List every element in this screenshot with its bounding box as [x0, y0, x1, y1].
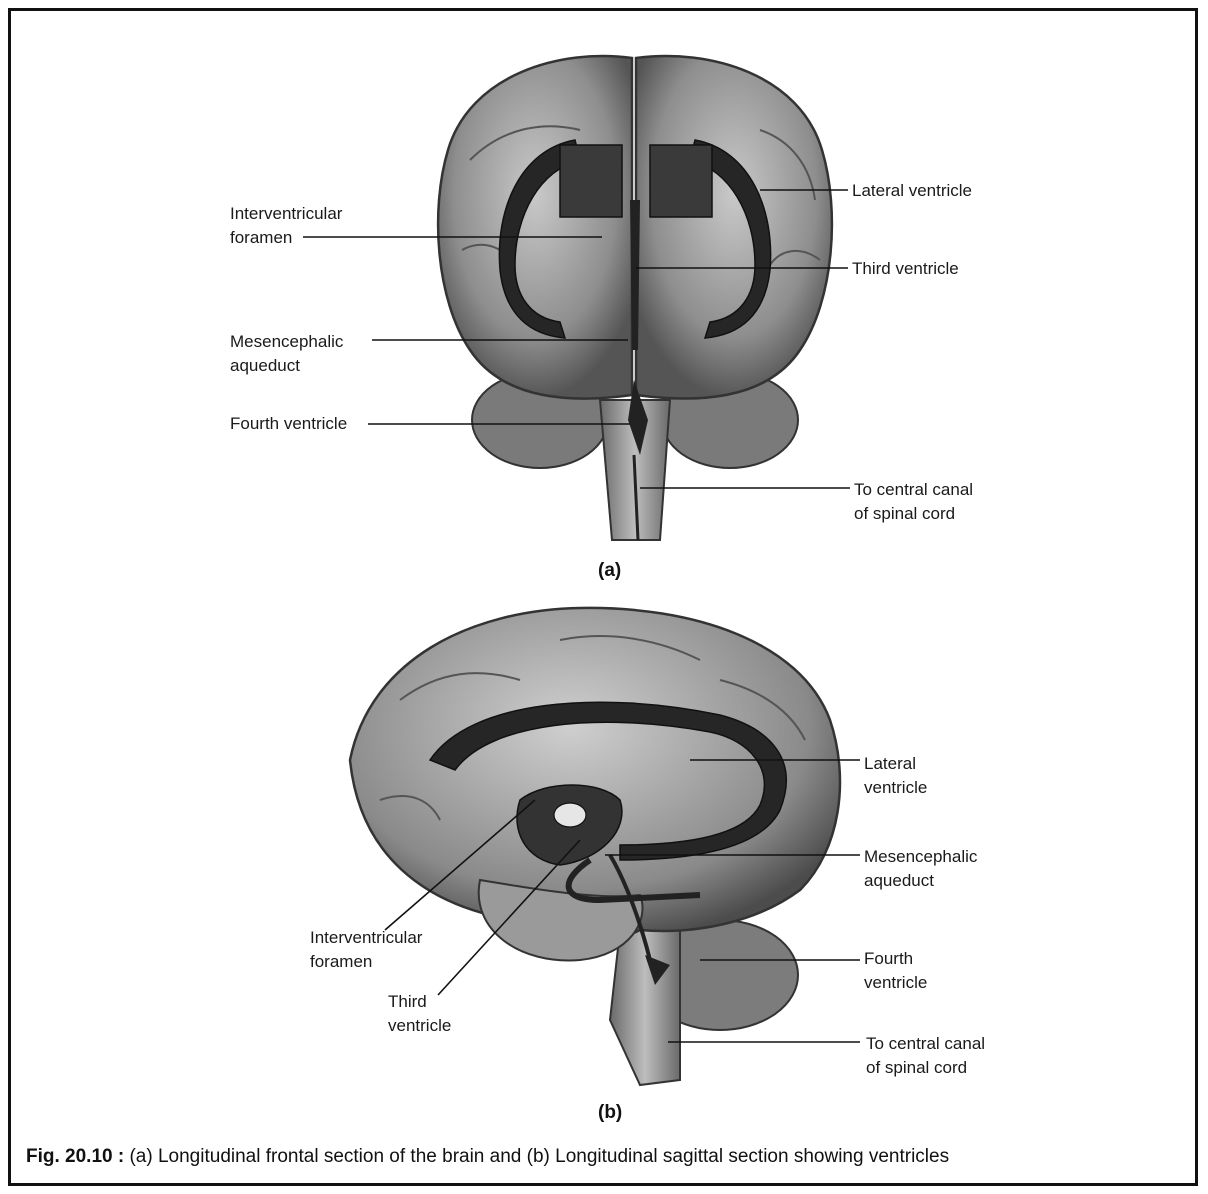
label-text: Interventricular: [230, 202, 342, 226]
label-a-mesencephalic-aqueduct: Mesencephalic aqueduct: [230, 330, 343, 378]
label-a-fourth-ventricle: Fourth ventricle: [230, 412, 347, 436]
panel-a-sublabel: (a): [598, 560, 621, 582]
label-text: ventricle: [864, 776, 927, 800]
label-b-interventricular-foramen: Interventricular foramen: [310, 926, 422, 974]
figure-caption: Fig. 20.10 : (a) Longitudinal frontal se…: [26, 1146, 949, 1168]
panel-b-sublabel: (b): [598, 1102, 622, 1124]
label-b-mesencephalic-aqueduct: Mesencephalic aqueduct: [864, 845, 977, 893]
caption-text: (a) Longitudinal frontal section of the …: [129, 1146, 949, 1167]
label-text: aqueduct: [230, 354, 343, 378]
label-text: ventricle: [388, 1014, 451, 1038]
label-text: foramen: [310, 950, 422, 974]
label-text: aqueduct: [864, 869, 977, 893]
label-text: Third ventricle: [852, 257, 959, 281]
label-text: Mesencephalic: [230, 330, 343, 354]
label-b-fourth-ventricle: Fourth ventricle: [864, 947, 927, 995]
label-text: To central canal: [854, 478, 973, 502]
label-text: of spinal cord: [854, 502, 973, 526]
label-text: foramen: [230, 226, 342, 250]
label-a-central-canal: To central canal of spinal cord: [854, 478, 973, 526]
label-text: Interventricular: [310, 926, 422, 950]
label-a-third-ventricle: Third ventricle: [852, 257, 959, 281]
label-text: Fourth: [864, 947, 927, 971]
label-a-interventricular-foramen: Interventricular foramen: [230, 202, 342, 250]
caption-number: Fig. 20.10 :: [26, 1146, 124, 1167]
label-a-lateral-ventricle: Lateral ventricle: [852, 179, 972, 203]
label-b-third-ventricle: Third ventricle: [388, 990, 451, 1038]
label-text: Fourth ventricle: [230, 412, 347, 436]
label-text: Third: [388, 990, 451, 1014]
label-text: ventricle: [864, 971, 927, 995]
label-text: Lateral ventricle: [852, 179, 972, 203]
frontal-section-brain: [438, 56, 832, 540]
label-text: of spinal cord: [866, 1056, 985, 1080]
label-text: Mesencephalic: [864, 845, 977, 869]
label-text: Lateral: [864, 752, 927, 776]
label-b-lateral-ventricle: Lateral ventricle: [864, 752, 927, 800]
label-text: To central canal: [866, 1032, 985, 1056]
label-b-central-canal: To central canal of spinal cord: [866, 1032, 985, 1080]
